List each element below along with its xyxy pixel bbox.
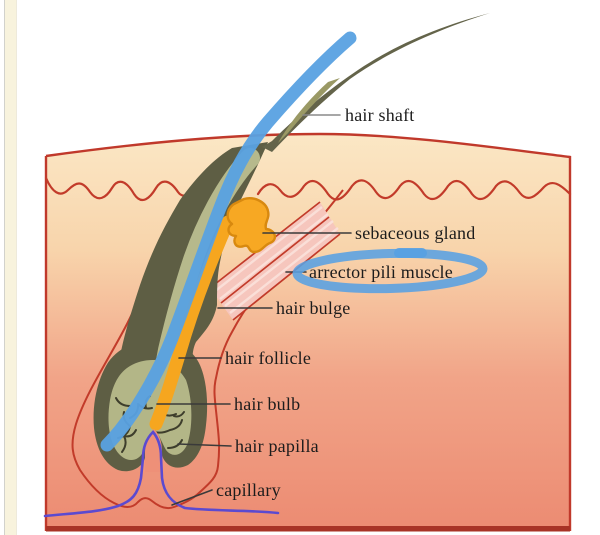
skin-surface-outline — [44, 132, 572, 531]
capillary-vessel — [43, 430, 280, 518]
hair-shaft-highlight — [278, 78, 340, 143]
label-arrector-pili-muscle: arrector pili muscle — [309, 262, 453, 282]
label-hair-bulb: hair bulb — [234, 394, 301, 414]
dermal-sheath-outline — [71, 189, 344, 510]
label-hair-papilla: hair papilla — [235, 436, 319, 456]
marker-stroke-hair — [100, 31, 357, 452]
epidermis-wavy-line-right — [256, 179, 572, 201]
label-capillary: capillary — [216, 480, 281, 500]
sebaceous-gland-shape — [226, 197, 277, 254]
page-edge-strip — [4, 0, 17, 535]
label-hair-follicle: hair follicle — [225, 348, 312, 368]
arrector-pili-muscle-shape — [209, 201, 341, 321]
hair-strand-orange — [149, 215, 235, 431]
label-sebaceous-gland: sebaceous gland — [355, 223, 476, 243]
label-hair-shaft: hair shaft — [345, 105, 415, 125]
hair-shaft-shape — [262, 13, 490, 152]
skin-bottom-band — [46, 526, 570, 532]
label-hair-bulge: hair bulge — [276, 298, 351, 318]
